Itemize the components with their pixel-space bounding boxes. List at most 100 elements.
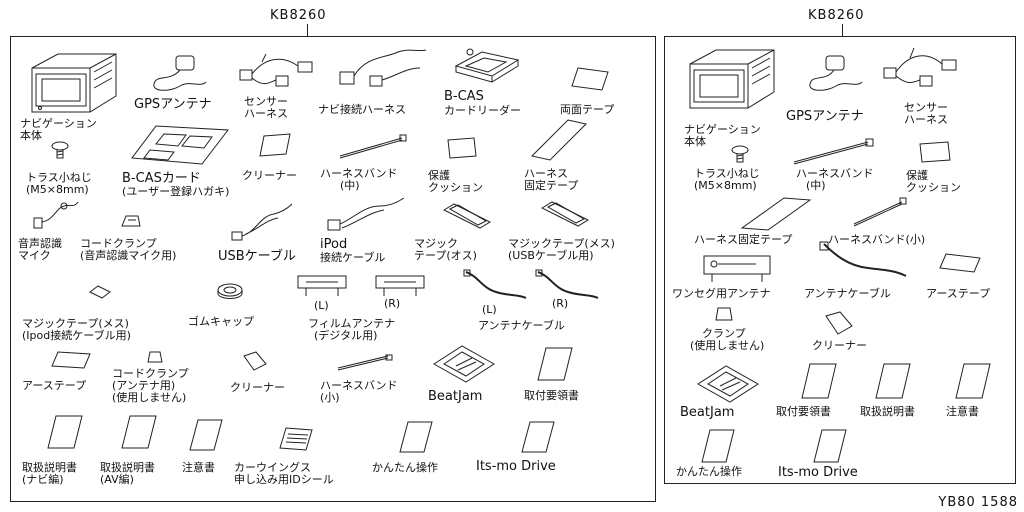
harness-fix-tape-drawing xyxy=(530,118,588,162)
right-harness-band-small-drawing xyxy=(850,196,910,228)
right-label-truss-screw: トラス小ねじ(M5×8mm) xyxy=(694,167,760,192)
right-label-oneseg-antenna: ワンセグ用アンテナ xyxy=(672,287,771,300)
label-bcas-card: B-CASカード(ユーザー登録ハガキ) xyxy=(122,171,230,198)
right-beatjam-drawing xyxy=(696,364,760,404)
earth-tape-drawing xyxy=(50,350,92,370)
label-truss-screw: トラス小ねじ(M5×8mm) xyxy=(26,171,92,196)
right-truss-screw-drawing xyxy=(730,144,750,164)
label-cable-l: (L) xyxy=(482,303,497,316)
label-cord-clamp-mic: コードクランプ(音声認識マイク用) xyxy=(80,237,177,262)
right-label-clamp: クランプ(使用しません) xyxy=(690,327,765,352)
cushion-drawing xyxy=(446,136,478,160)
bcas-reader-drawing xyxy=(452,46,522,86)
manual-av-drawing xyxy=(120,414,158,450)
right-label-harness-band-mid: ハーネスバンド(中) xyxy=(796,167,874,192)
label-cushion: 保護クッション xyxy=(428,169,483,194)
right-cushion-drawing xyxy=(918,140,952,164)
right-label-navi-unit: ナビゲーション本体 xyxy=(684,123,761,148)
left-kit-frame xyxy=(10,36,656,502)
rubber-cap-drawing xyxy=(216,282,244,302)
right-label-cushion: 保護クッション xyxy=(906,169,961,194)
cleaner-1-drawing xyxy=(258,132,292,158)
label-harness-band-mid: ハーネスバンド(中) xyxy=(320,167,398,192)
label-beatjam: BeatJam xyxy=(428,389,483,404)
left-kit-leader xyxy=(307,24,308,36)
navi-unit-drawing xyxy=(28,50,120,116)
label-cord-clamp-antenna: コードクランプ(アンテナ用)(使用しません) xyxy=(112,367,189,404)
ipod-cable-drawing xyxy=(324,196,408,236)
cord-clamp-antenna-drawing xyxy=(146,350,164,364)
label-carwings-seal: カーウイングス申し込み用IDシール xyxy=(234,461,334,486)
magic-tape-female-usb-drawing xyxy=(540,200,590,228)
magic-tape-male-drawing xyxy=(442,202,492,230)
harness-band-small-drawing xyxy=(334,354,394,372)
label-gps-antenna: GPSアンテナ xyxy=(134,97,212,112)
right-label-beatjam: BeatJam xyxy=(680,405,735,420)
right-label-earth-tape: アーステープ xyxy=(926,287,991,300)
right-antenna-cable-drawing xyxy=(818,240,910,280)
label-magic-tape-male: マジックテープ(オス) xyxy=(414,237,477,262)
right-kit-leader xyxy=(842,24,843,36)
label-itsmo: Its-mo Drive xyxy=(476,459,556,474)
right-kit-frame xyxy=(664,36,1016,484)
gps-antenna-drawing xyxy=(150,52,210,94)
label-manual-av: 取扱説明書(AV編) xyxy=(100,461,155,486)
right-harness-band-mid-drawing xyxy=(790,138,876,166)
label-manual-navi: 取扱説明書(ナビ編) xyxy=(22,461,77,486)
right-label-manual: 取扱説明書 xyxy=(860,405,915,418)
right-label-itsmo: Its-mo Drive xyxy=(778,465,858,480)
right-label-install-guide: 取付要領書 xyxy=(776,405,831,418)
bcas-card-drawing xyxy=(130,124,230,166)
label-navi-harness: ナビ接続ハーネス xyxy=(318,103,406,116)
label-magic-tape-female-ipod: マジックテープ(メス)(Ipod接続ケーブル用) xyxy=(22,317,131,342)
magic-tape-female-ipod-drawing xyxy=(88,284,112,300)
label-double-tape: 両面テープ xyxy=(560,103,615,116)
truss-screw-drawing xyxy=(50,140,70,160)
right-install-guide-drawing xyxy=(800,362,838,400)
label-navi-unit: ナビゲーション本体 xyxy=(20,117,97,142)
label-film-r: (R) xyxy=(384,297,401,310)
easy-op-drawing xyxy=(398,420,434,454)
install-guide-drawing xyxy=(536,346,574,382)
right-harness-fix-tape-drawing xyxy=(740,196,812,232)
right-caution-drawing xyxy=(954,362,992,400)
right-cleaner-drawing xyxy=(820,310,854,336)
antenna-cable-l-drawing xyxy=(462,268,530,302)
voice-mic-drawing xyxy=(30,198,80,234)
right-label-harness-fix-tape: ハーネス固定テープ xyxy=(694,233,793,246)
right-itsmo-drawing xyxy=(812,428,848,464)
label-harness-band-small: ハーネスバンド(小) xyxy=(320,379,398,404)
label-rubber-cap: ゴムキャップ xyxy=(188,315,254,328)
label-cable-r: (R) xyxy=(552,297,569,310)
right-kit-code: KB8260 xyxy=(808,8,865,23)
film-antenna-r-drawing xyxy=(374,272,426,298)
right-navi-unit-drawing xyxy=(686,46,778,112)
label-caution: 注意書 xyxy=(182,461,215,474)
right-label-caution: 注意書 xyxy=(946,405,979,418)
label-cleaner-1: クリーナー xyxy=(242,169,297,182)
label-cleaner-2: クリーナー xyxy=(230,381,285,394)
navi-harness-drawing xyxy=(336,46,432,94)
right-label-gps-antenna: GPSアンテナ xyxy=(786,109,864,124)
right-gps-antenna-drawing xyxy=(806,52,866,94)
left-kit-code: KB8260 xyxy=(270,8,327,23)
label-earth-tape: アーステープ xyxy=(22,379,87,392)
right-label-sensor-harness: センサーハーネス xyxy=(904,101,948,126)
right-oneseg-antenna-drawing xyxy=(700,252,774,286)
right-manual-drawing xyxy=(874,362,912,400)
antenna-cable-r-drawing xyxy=(534,268,602,302)
manual-navi-drawing xyxy=(46,414,84,450)
itsmo-drawing xyxy=(520,420,556,454)
reference-number: YB80 1588 xyxy=(938,495,1018,510)
label-easy-op: かんたん操作 xyxy=(372,461,438,474)
carwings-seal-drawing xyxy=(278,426,314,452)
double-tape-drawing xyxy=(570,66,610,92)
label-film-antenna: フィルムアンテナ(デジタル用) xyxy=(308,317,396,342)
right-label-antenna-cable: アンテナケーブル xyxy=(804,287,891,300)
cord-clamp-mic-drawing xyxy=(120,212,142,230)
label-usb-cable: USBケーブル xyxy=(218,249,296,264)
label-harness-fix-tape: ハーネス固定テープ xyxy=(524,167,579,192)
right-earth-tape-drawing xyxy=(938,252,982,274)
